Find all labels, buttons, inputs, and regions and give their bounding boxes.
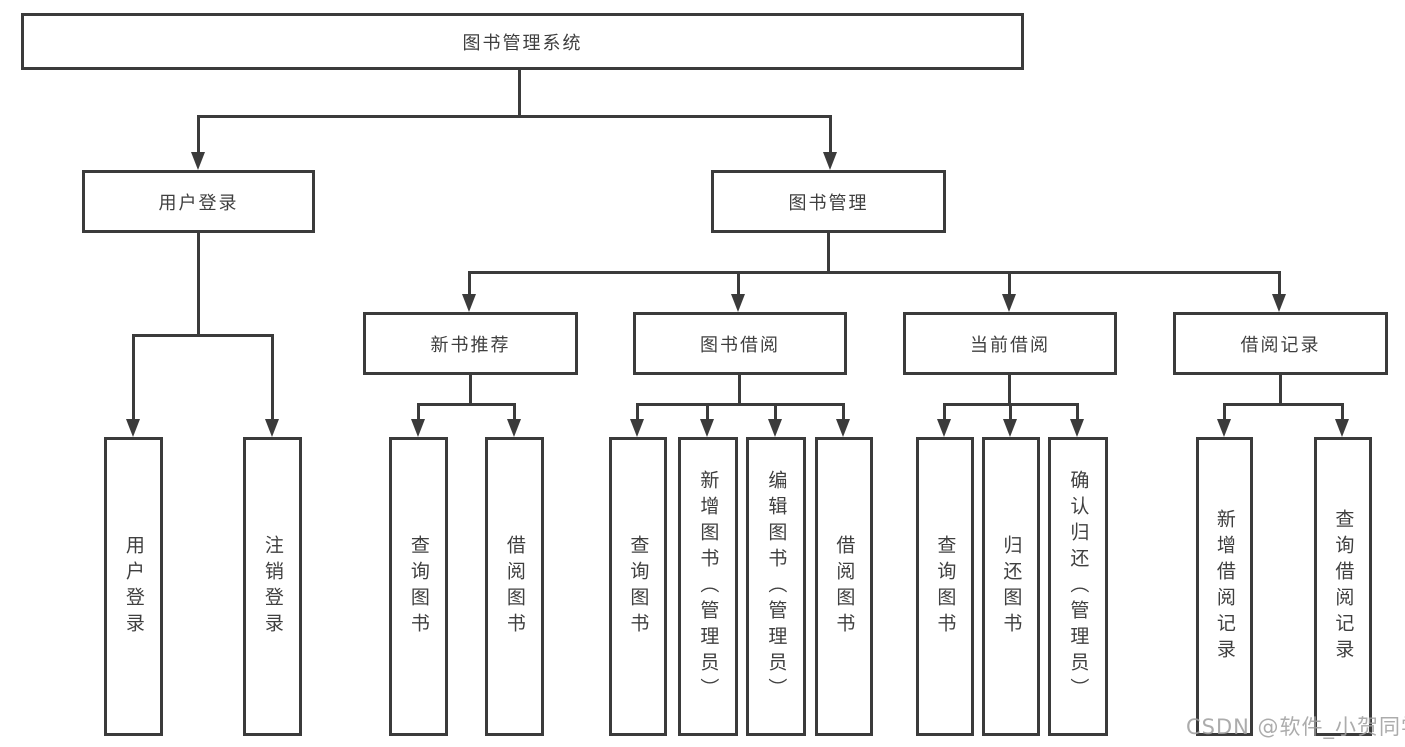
connector-hline — [197, 115, 832, 118]
connector-vline — [827, 233, 830, 273]
leaf-confirm-return-admin: 确认归还（管理员） — [1048, 437, 1108, 736]
connector-vline — [1223, 403, 1226, 420]
connector-vline — [943, 403, 946, 420]
connector-vline — [1008, 375, 1011, 405]
leaf-label: 查询图书 — [407, 534, 430, 639]
arrowhead-down — [700, 419, 714, 437]
connector-vline — [1278, 271, 1281, 299]
arrowhead-down — [1070, 419, 1084, 437]
arrowhead-down — [507, 419, 521, 437]
leaf-label: 新增图书（管理员） — [697, 469, 720, 704]
leaf-query-books-borrowing: 查询图书 — [609, 437, 667, 736]
connector-vline — [197, 233, 200, 336]
leaf-label: 归还图书 — [1000, 534, 1023, 639]
node-label: 图书管理 — [788, 192, 869, 214]
node-current-borrowing: 当前借阅 — [903, 312, 1117, 375]
node-label: 图书管理系统 — [462, 32, 583, 54]
leaf-label: 查询图书 — [934, 534, 957, 639]
node-label: 用户登录 — [158, 192, 239, 214]
leaf-label: 确认归还（管理员） — [1067, 469, 1090, 704]
node-user-login: 用户登录 — [82, 170, 315, 233]
connector-vline — [469, 375, 472, 405]
connector-vline — [518, 70, 521, 117]
arrowhead-down — [411, 419, 425, 437]
connector-vline — [706, 403, 709, 420]
arrowhead-down — [937, 419, 951, 437]
arrowhead-down — [191, 152, 205, 170]
leaf-borrow-books-recommend: 借阅图书 — [485, 437, 544, 736]
csdn-watermark: CSDN @软件_小贺同学 — [1186, 715, 1405, 739]
connector-vline — [1279, 375, 1282, 405]
connector-vline — [737, 271, 740, 299]
connector-vline — [132, 334, 135, 420]
leaf-label: 查询图书 — [627, 534, 650, 639]
node-book-borrowing: 图书借阅 — [633, 312, 847, 375]
arrowhead-down — [462, 294, 476, 312]
connector-vline — [468, 271, 471, 299]
connector-hline — [1223, 403, 1344, 406]
arrowhead-down — [836, 419, 850, 437]
leaf-query-books-current: 查询图书 — [916, 437, 974, 736]
node-library-management-system: 图书管理系统 — [21, 13, 1024, 70]
arrowhead-down — [768, 419, 782, 437]
node-label: 当前借阅 — [970, 334, 1050, 356]
node-new-book-recommendation: 新书推荐 — [363, 312, 578, 375]
connector-vline — [829, 115, 832, 155]
leaf-add-borrow-record: 新增借阅记录 — [1196, 437, 1253, 736]
connector-vline — [1076, 403, 1079, 420]
connector-vline — [271, 334, 274, 420]
leaf-label: 查询借阅记录 — [1332, 508, 1355, 665]
leaf-label: 借阅图书 — [833, 534, 856, 639]
arrowhead-down — [630, 419, 644, 437]
connector-vline — [636, 403, 639, 420]
arrowhead-down — [265, 419, 279, 437]
node-book-management: 图书管理 — [711, 170, 946, 233]
arrowhead-down — [1335, 419, 1349, 437]
connector-vline — [842, 403, 845, 420]
leaf-user-login: 用户登录 — [104, 437, 163, 736]
node-label: 新书推荐 — [430, 334, 511, 356]
node-label: 图书借阅 — [700, 334, 780, 356]
node-label: 借阅记录 — [1240, 334, 1321, 356]
arrowhead-down — [1217, 419, 1231, 437]
leaf-query-books-recommend: 查询图书 — [389, 437, 448, 736]
connector-hline — [132, 334, 273, 337]
connector-hline — [636, 403, 845, 406]
arrowhead-down — [1003, 419, 1017, 437]
arrowhead-down — [731, 294, 745, 312]
connector-vline — [513, 403, 516, 420]
connector-vline — [774, 403, 777, 420]
leaf-logout: 注销登录 — [243, 437, 302, 736]
leaf-label: 借阅图书 — [503, 534, 526, 639]
connector-vline — [738, 375, 741, 405]
node-borrowing-records: 借阅记录 — [1173, 312, 1388, 375]
leaf-return-books: 归还图书 — [982, 437, 1040, 736]
connector-vline — [1008, 271, 1011, 299]
connector-vline — [1009, 403, 1012, 420]
arrowhead-down — [1272, 294, 1286, 312]
connector-vline — [197, 115, 200, 155]
arrowhead-down — [1002, 294, 1016, 312]
arrowhead-down — [823, 152, 837, 170]
leaf-label: 注销登录 — [261, 534, 284, 639]
leaf-label: 新增借阅记录 — [1213, 508, 1236, 665]
leaf-edit-book-admin: 编辑图书（管理员） — [746, 437, 806, 736]
leaf-add-book-admin: 新增图书（管理员） — [678, 437, 738, 736]
connector-vline — [417, 403, 420, 420]
connector-hline — [468, 271, 1281, 274]
leaf-borrow-books: 借阅图书 — [815, 437, 873, 736]
leaf-label: 用户登录 — [122, 534, 145, 639]
connector-vline — [1341, 403, 1344, 420]
connector-hline — [417, 403, 516, 406]
leaf-label: 编辑图书（管理员） — [765, 469, 788, 704]
leaf-query-borrow-record: 查询借阅记录 — [1314, 437, 1372, 736]
arrowhead-down — [126, 419, 140, 437]
